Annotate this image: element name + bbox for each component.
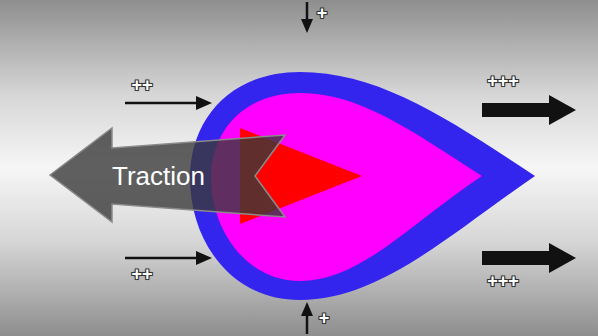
force-magnitude: +: [317, 4, 328, 22]
force-magnitude: ++: [131, 76, 152, 94]
arrow-label: Traction: [112, 163, 205, 189]
force-magnitude: ++: [131, 265, 152, 283]
force-magnitude: +: [319, 309, 330, 327]
force-magnitude: +++: [487, 72, 519, 90]
force-magnitude: +++: [487, 272, 519, 290]
arrow-body: [50, 128, 285, 222]
traction-arrow: Traction: [48, 126, 290, 226]
